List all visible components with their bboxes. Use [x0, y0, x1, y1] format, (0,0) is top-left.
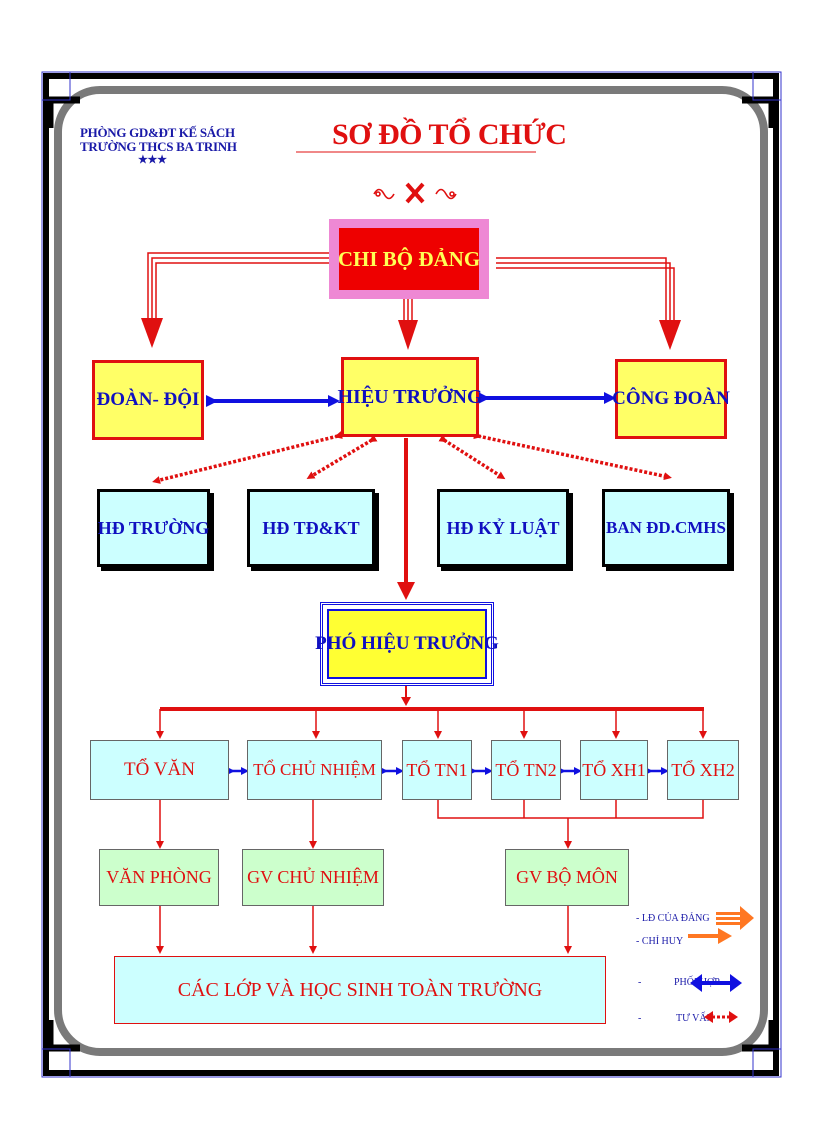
party-line-center: [403, 298, 413, 322]
node-hieu-truong[interactable]: HIỆU TRƯỞNG: [337, 357, 483, 437]
node-pho-hieu-truong[interactable]: PHÓ HIỆU TRƯỞNG: [315, 609, 499, 679]
header-block: PHÒNG GD&ĐT KẾ SÁCH TRƯỜNG THCS BA TRINH…: [80, 125, 237, 167]
page-title: SƠ ĐỒ TỔ CHỨC: [332, 118, 567, 151]
node-ban-dd-cmhs-label: BAN ĐD.CMHS: [606, 518, 726, 537]
header-school: TRƯỜNG THCS BA TRINH: [80, 139, 237, 154]
party-arrow-right: [659, 320, 681, 350]
node-doan-doi-label: ĐOÀN- ĐỘI: [96, 389, 200, 410]
node-hd-truong[interactable]: HĐ TRƯỜNG: [97, 489, 210, 567]
legend-tu-van-arrow-icon: [704, 1011, 738, 1023]
node-to-xh1-label: TỔ XH1: [582, 759, 646, 780]
legend-phoi-hop-arrow-icon: [690, 974, 742, 992]
legend-chi-huy-label: - CHỈ HUY: [636, 936, 684, 947]
node-to-xh2[interactable]: TỔ XH2: [667, 740, 739, 800]
node-van-phong[interactable]: VĂN PHÒNG: [99, 849, 219, 906]
node-to-van-label: TỔ VĂN: [124, 759, 195, 780]
node-chi-bo-dang-frame: CHI BỘ ĐẢNG: [329, 219, 489, 299]
node-cac-lop-label: CÁC LỚP VÀ HỌC SINH TOÀN TRƯỜNG: [177, 978, 543, 1001]
node-hieu-truong-label: HIỆU TRƯỞNG: [337, 385, 483, 408]
node-pho-hieu-truong-frame: PHÓ HIỆU TRƯỞNG: [315, 602, 499, 686]
legend-ld-arrow-icon: [716, 906, 754, 930]
ornament-icon: [373, 182, 457, 204]
legend-chi-huy-arrow-icon: [688, 928, 732, 944]
legend-phoi-hop-dash: -: [638, 977, 642, 988]
advisory-arrows: [152, 431, 672, 484]
node-hd-tdkt-label: HĐ TĐ&KT: [262, 517, 360, 538]
node-to-tn2-label: TỔ TN2: [495, 759, 557, 780]
node-gv-bo-mon[interactable]: GV BỘ MÔN: [505, 849, 629, 906]
header-stars: ★★★: [138, 154, 167, 166]
node-hd-tdkt[interactable]: HĐ TĐ&KT: [247, 489, 375, 567]
node-gv-bo-mon-label: GV BỘ MÔN: [516, 867, 618, 887]
legend-tu-van-label: TƯ VẤN: [676, 1013, 714, 1024]
node-ban-dd-cmhs[interactable]: BAN ĐD.CMHS: [602, 489, 730, 567]
node-to-tn1-label: TỔ TN1: [406, 759, 468, 780]
legend-ld-label: - LĐ CỦA ĐẢNG: [636, 913, 710, 924]
node-chi-bo-dang[interactable]: CHI BỘ ĐẢNG: [337, 228, 481, 290]
node-hd-ky-luat-label: HĐ KỶ LUẬT: [446, 517, 560, 538]
node-to-van[interactable]: TỔ VĂN: [90, 740, 229, 800]
header-dept: PHÒNG GD&ĐT KẾ SÁCH: [80, 125, 235, 140]
node-van-phong-label: VĂN PHÒNG: [106, 867, 212, 887]
party-line-left: [147, 252, 334, 320]
node-cac-lop[interactable]: CÁC LỚP VÀ HỌC SINH TOÀN TRƯỜNG: [114, 956, 606, 1024]
node-to-chu-nhiem-label: TỔ CHỦ NHIỆM: [253, 760, 376, 779]
party-line-right: [496, 257, 675, 322]
node-to-tn2[interactable]: TỔ TN2: [491, 740, 561, 800]
node-to-tn1[interactable]: TỔ TN1: [402, 740, 472, 800]
legend-tu-van-dash: -: [638, 1013, 642, 1024]
node-gv-chu-nhiem[interactable]: GV CHỦ NHIỆM: [242, 849, 384, 906]
party-arrow-left: [141, 318, 163, 348]
node-hd-truong-label: HĐ TRƯỜNG: [97, 517, 210, 538]
node-pho-hieu-truong-label: PHÓ HIỆU TRƯỞNG: [315, 633, 499, 654]
party-arrow-center: [398, 320, 418, 350]
node-to-chu-nhiem[interactable]: TỔ CHỦ NHIỆM: [247, 740, 382, 800]
node-cong-doan[interactable]: CÔNG ĐOÀN: [612, 359, 730, 439]
node-to-xh1[interactable]: TỔ XH1: [580, 740, 648, 800]
command-arrow: [397, 582, 415, 600]
node-chi-bo-dang-label: CHI BỘ ĐẢNG: [337, 246, 481, 271]
node-gv-chu-nhiem-label: GV CHỦ NHIỆM: [247, 867, 379, 887]
node-doan-doi[interactable]: ĐOÀN- ĐỘI: [92, 360, 204, 440]
node-hd-ky-luat[interactable]: HĐ KỶ LUẬT: [437, 489, 569, 567]
node-to-xh2-label: TỔ XH2: [671, 759, 735, 780]
node-cong-doan-label: CÔNG ĐOÀN: [612, 388, 730, 409]
